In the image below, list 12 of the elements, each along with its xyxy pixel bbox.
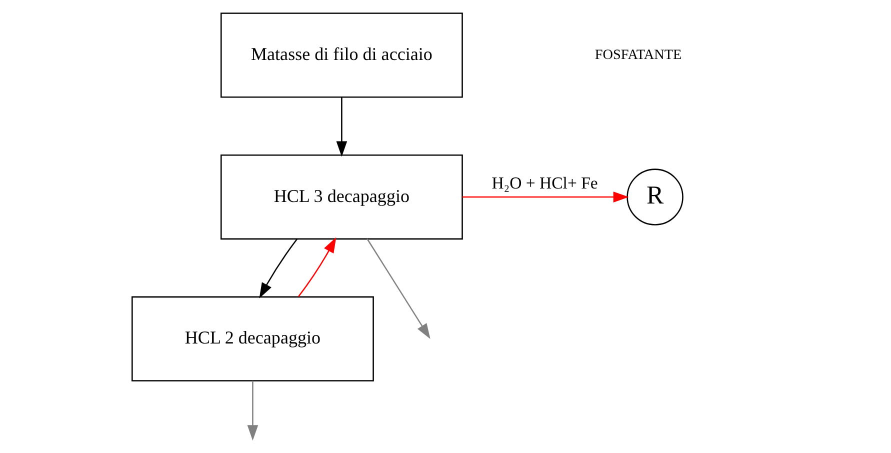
node-box: Matasse di filo di acciaio [220,12,463,98]
node-box: HCL 2 decapaggio [132,296,374,382]
arrow [366,238,430,340]
arrow [462,192,629,202]
label: FOSFATANTE [594,46,682,63]
arrow [247,380,258,441]
edge-label: H₂O + HCl+ Fe [492,174,598,193]
arrow [298,237,336,298]
node-circle: R [626,168,684,226]
node-box: HCL 3 decapaggio [220,154,463,240]
arrow [259,238,298,298]
arrow [336,97,348,157]
